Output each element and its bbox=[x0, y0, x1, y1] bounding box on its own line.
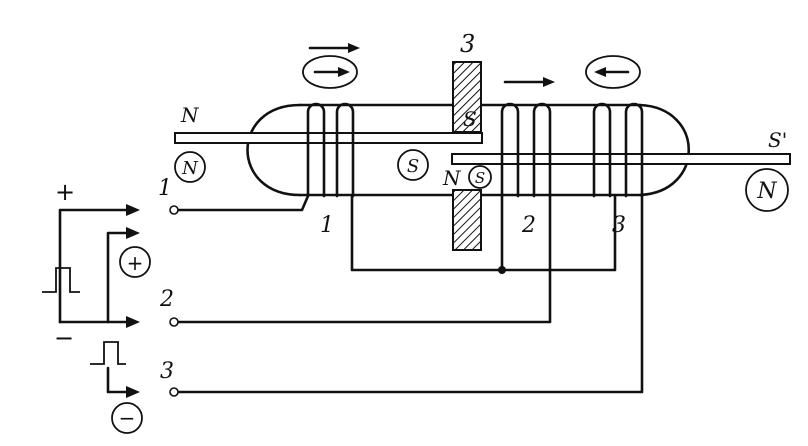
minus-circle-label: − bbox=[119, 406, 136, 430]
plus-circle-label: + bbox=[127, 251, 144, 275]
pole-circle-center-label: S bbox=[407, 156, 419, 177]
coil-3-label: 3 bbox=[612, 213, 626, 238]
pole-circle-right bbox=[745, 168, 789, 212]
pole-circle-center bbox=[397, 149, 429, 181]
magnetic-screen-bottom bbox=[452, 189, 482, 251]
terminal-2[interactable] bbox=[169, 317, 179, 327]
pole-circle-left-label: N bbox=[181, 158, 199, 179]
pole-circle-small bbox=[468, 165, 492, 189]
pole-circle-right-label: N bbox=[756, 179, 777, 204]
reed-2-right-pole-label: S' bbox=[768, 128, 787, 152]
terminal-3-label: 3 bbox=[160, 359, 174, 384]
reed-2-left-pole-label: N bbox=[442, 166, 462, 190]
terminal-1-label: 1 bbox=[158, 176, 172, 201]
coil-3-direction-indicator bbox=[585, 55, 641, 89]
input-signals bbox=[42, 204, 140, 398]
reed-1-left-pole-label: N bbox=[180, 103, 200, 127]
minus-circle bbox=[111, 402, 143, 434]
terminal-2-label: 2 bbox=[159, 287, 174, 312]
coil-3 bbox=[592, 102, 644, 198]
terminal-1[interactable] bbox=[169, 205, 179, 215]
screen-label: 3 bbox=[460, 30, 475, 58]
flux-arrow-top-middle bbox=[503, 77, 555, 87]
pole-circle-small-label: S bbox=[475, 169, 485, 187]
magnetic-screen-top bbox=[452, 61, 482, 133]
terminal-3[interactable] bbox=[169, 387, 179, 397]
flux-arrow-top-left bbox=[308, 43, 360, 53]
wiring bbox=[176, 194, 644, 394]
pole-circle-left bbox=[174, 151, 206, 183]
coil-1-direction-indicator bbox=[302, 55, 358, 89]
plus-sign: + bbox=[55, 178, 75, 206]
minus-sign: − bbox=[54, 324, 74, 352]
plus-circle bbox=[119, 246, 151, 278]
coil-1-label: 1 bbox=[320, 213, 334, 238]
coil-1 bbox=[306, 102, 355, 198]
reed-left bbox=[174, 132, 483, 144]
coil-2-label: 2 bbox=[521, 213, 536, 238]
reed-1-right-pole-label: S bbox=[463, 107, 477, 131]
coil-2 bbox=[500, 102, 552, 198]
reed-right bbox=[451, 153, 791, 165]
